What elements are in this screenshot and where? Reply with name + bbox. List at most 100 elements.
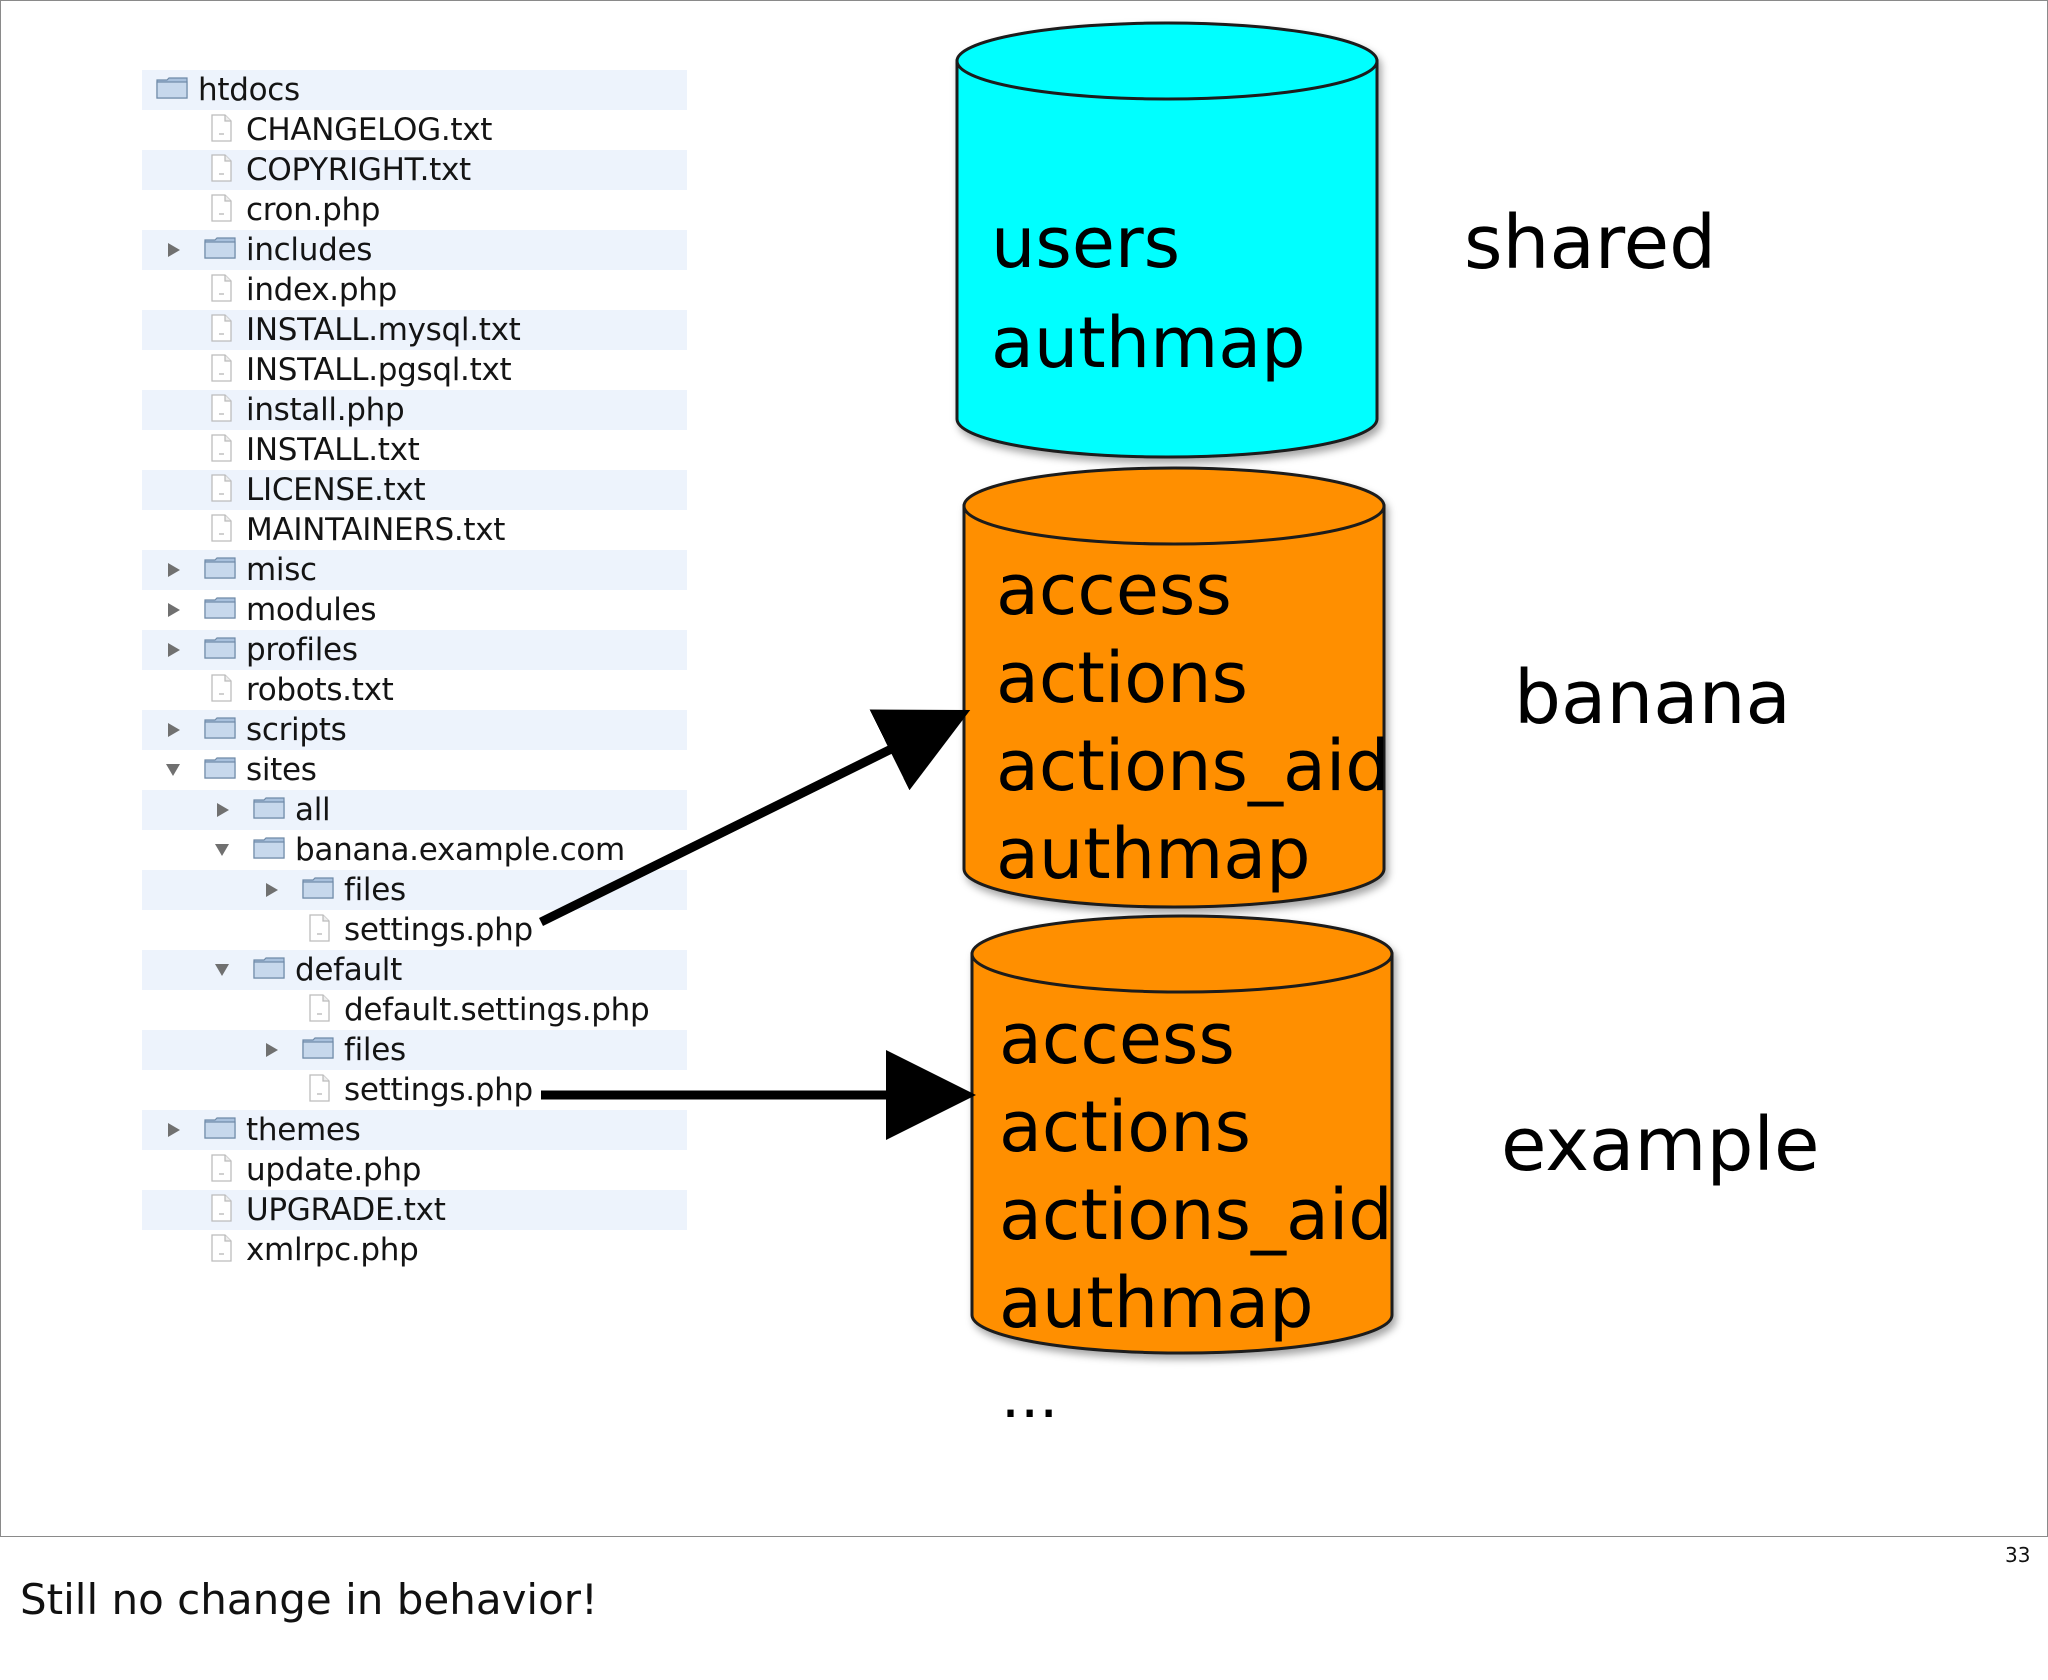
folder-icon (253, 837, 285, 863)
disclosure-collapsed-icon[interactable] (168, 1123, 180, 1137)
tree-row[interactable]: index.php (142, 270, 687, 310)
tree-row[interactable]: includes (142, 230, 687, 270)
file-icon (210, 154, 232, 186)
file-icon (210, 674, 232, 706)
tree-row[interactable]: install.php (142, 390, 687, 430)
file-name: MAINTAINERS.txt (246, 512, 506, 548)
tree-row[interactable]: LICENSE.txt (142, 470, 687, 510)
tree-row[interactable]: modules (142, 590, 687, 630)
folder-icon (204, 1117, 236, 1143)
folder-name: themes (246, 1112, 361, 1148)
folder-icon (302, 1037, 334, 1063)
file-name: LICENSE.txt (246, 472, 426, 508)
tree-row[interactable]: misc (142, 550, 687, 590)
tree-row[interactable]: scripts (142, 710, 687, 750)
folder-icon (204, 717, 236, 743)
folder-name: files (344, 872, 406, 908)
folder-name: all (295, 792, 331, 828)
folder-name: profiles (246, 632, 358, 668)
disclosure-collapsed-icon[interactable] (217, 803, 229, 817)
file-icon (308, 914, 330, 946)
file-icon (210, 1154, 232, 1186)
shared-label: shared (1464, 200, 1717, 286)
folder-name: banana.example.com (295, 832, 625, 868)
tree-row[interactable]: CHANGELOG.txt (142, 110, 687, 150)
file-icon (308, 1074, 330, 1106)
folder-icon (302, 877, 334, 903)
file-name: xmlrpc.php (246, 1232, 419, 1268)
file-name: install.php (246, 392, 405, 428)
disclosure-expanded-icon[interactable] (215, 844, 229, 856)
folder-icon (204, 237, 236, 263)
file-name: update.php (246, 1152, 422, 1188)
database-diagram (539, 21, 1394, 1355)
file-name: UPGRADE.txt (246, 1192, 446, 1228)
table-name: actions_aid (999, 1174, 1393, 1256)
file-icon (210, 314, 232, 346)
disclosure-collapsed-icon[interactable] (168, 643, 180, 657)
banana-database-cylinder (962, 466, 1386, 909)
folder-name: scripts (246, 712, 347, 748)
disclosure-collapsed-icon[interactable] (266, 883, 278, 897)
file-icon (308, 994, 330, 1026)
tree-row[interactable]: cron.php (142, 190, 687, 230)
file-name: robots.txt (246, 672, 394, 708)
disclosure-collapsed-icon[interactable] (168, 603, 180, 617)
folder-name: includes (246, 232, 373, 268)
tree-row[interactable]: themes (142, 1110, 687, 1150)
table-name: actions (999, 1086, 1251, 1168)
tree-row[interactable]: COPYRIGHT.txt (142, 150, 687, 190)
table-name: actions_aid (996, 725, 1390, 807)
table-name: authmap (999, 1262, 1314, 1344)
table-name: actions (996, 637, 1248, 719)
speaker-note: Still no change in behavior! (20, 1575, 598, 1624)
folder-icon (253, 797, 285, 823)
tree-row[interactable]: settings.php (142, 910, 687, 950)
disclosure-expanded-icon[interactable] (166, 764, 180, 776)
tree-row[interactable]: htdocs (142, 70, 687, 110)
disclosure-expanded-icon[interactable] (215, 964, 229, 976)
table-name: access (999, 998, 1235, 1080)
shared-table-list: users authmap (991, 193, 1306, 393)
disclosure-collapsed-icon[interactable] (168, 723, 180, 737)
tree-row[interactable]: default (142, 950, 687, 990)
folder-name: modules (246, 592, 377, 628)
tree-row[interactable]: default.settings.php (142, 990, 687, 1030)
slide-page-number: 33 (2005, 1543, 2031, 1567)
tree-row[interactable]: sites (142, 750, 687, 790)
tree-row[interactable]: INSTALL.pgsql.txt (142, 350, 687, 390)
file-name: cron.php (246, 192, 381, 228)
tree-row[interactable]: all (142, 790, 687, 830)
disclosure-collapsed-icon[interactable] (266, 1043, 278, 1057)
tree-row[interactable]: UPGRADE.txt (142, 1190, 687, 1230)
file-icon (210, 1194, 232, 1226)
tree-row[interactable]: profiles (142, 630, 687, 670)
example-table-list: access actions actions_aid authmap (999, 995, 1393, 1347)
file-icon (210, 114, 232, 146)
file-icon (210, 194, 232, 226)
file-icon (210, 394, 232, 426)
tree-row[interactable]: robots.txt (142, 670, 687, 710)
tree-row[interactable]: settings.php (142, 1070, 687, 1110)
example-database-cylinder (970, 914, 1394, 1355)
tree-row[interactable]: INSTALL.txt (142, 430, 687, 470)
banana-label: banana (1514, 655, 1791, 741)
file-icon (210, 434, 232, 466)
tree-row[interactable]: banana.example.com (142, 830, 687, 870)
file-name: INSTALL.mysql.txt (246, 312, 521, 348)
tree-row[interactable]: MAINTAINERS.txt (142, 510, 687, 550)
tree-row[interactable]: files (142, 1030, 687, 1070)
file-icon (210, 514, 232, 546)
file-icon (210, 474, 232, 506)
disclosure-collapsed-icon[interactable] (168, 243, 180, 257)
table-name: authmap (991, 302, 1306, 384)
tree-row[interactable]: INSTALL.mysql.txt (142, 310, 687, 350)
table-name: authmap (996, 813, 1311, 895)
tree-row[interactable]: xmlrpc.php (142, 1230, 687, 1270)
folder-name: sites (246, 752, 317, 788)
disclosure-collapsed-icon[interactable] (168, 563, 180, 577)
folder-icon (204, 637, 236, 663)
tree-row[interactable]: update.php (142, 1150, 687, 1190)
